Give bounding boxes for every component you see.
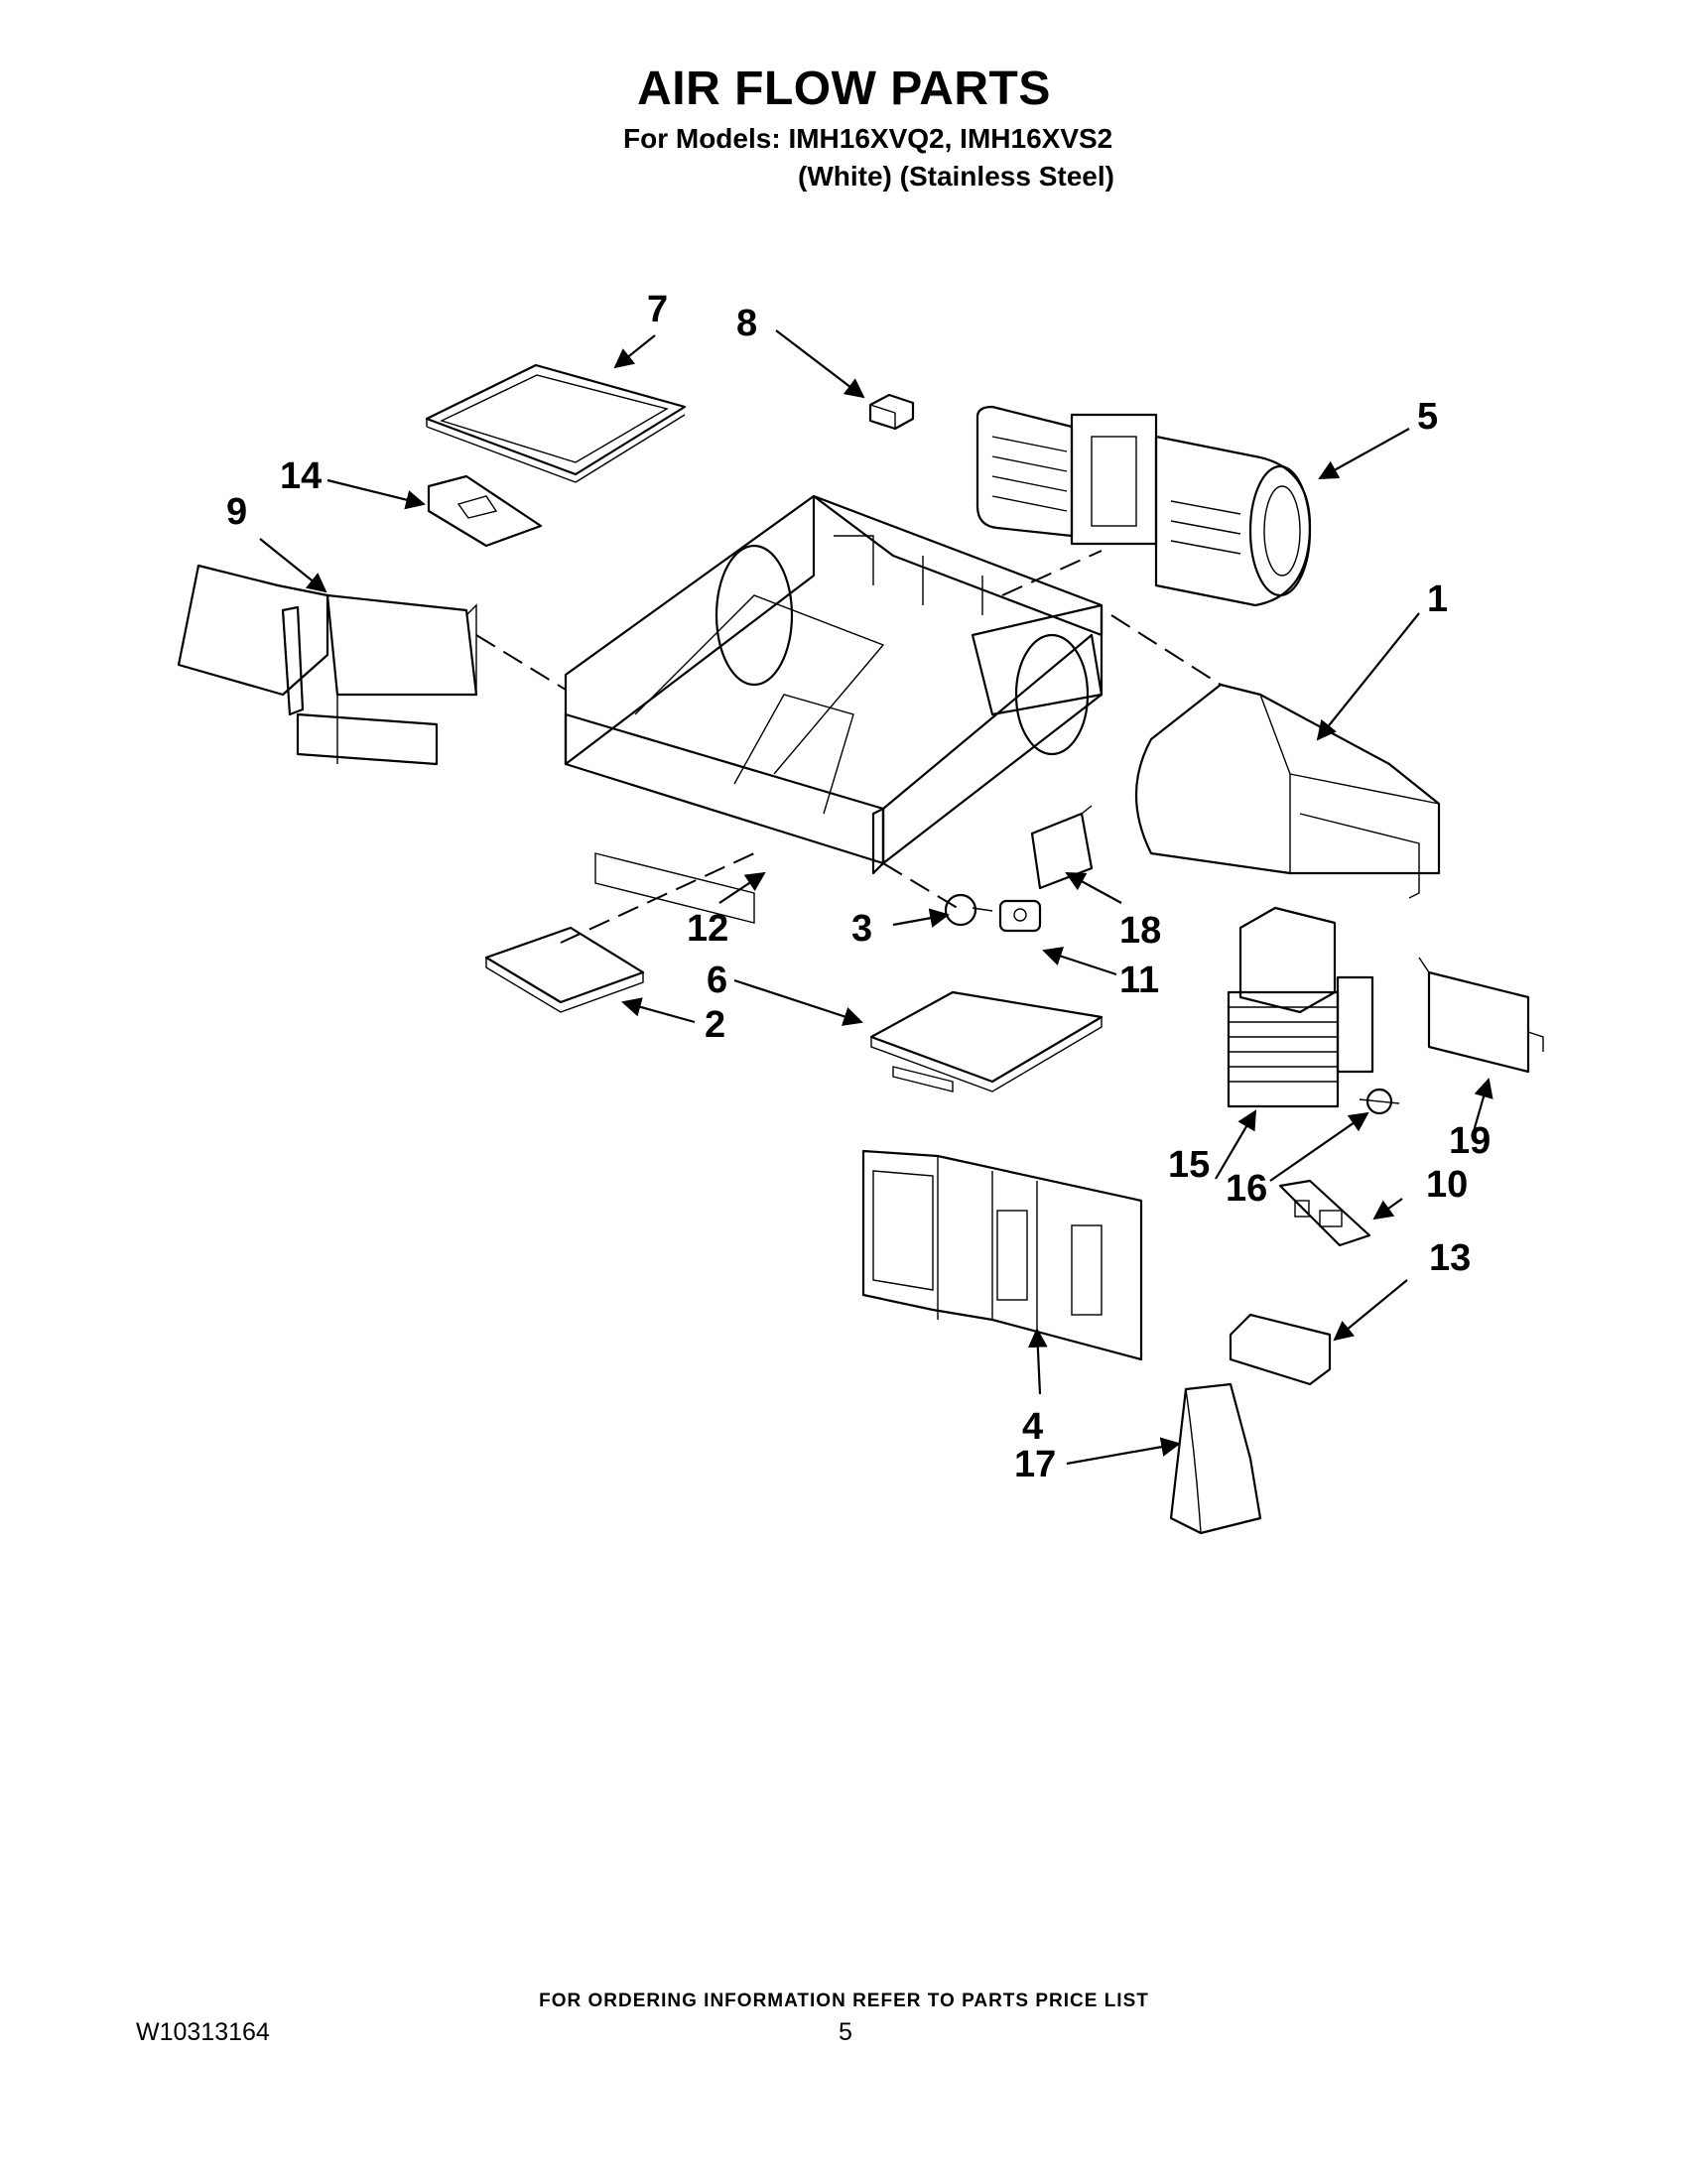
part-2-cover — [484, 926, 645, 1013]
part-6-plate — [869, 990, 1104, 1092]
callout-18: 18 — [1119, 910, 1161, 952]
ordering-note: FOR ORDERING INFORMATION REFER TO PARTS … — [539, 1991, 1149, 2011]
callout-3: 3 — [851, 908, 872, 950]
callout-4: 4 — [1022, 1406, 1043, 1448]
callout-6: 6 — [707, 960, 727, 1001]
callout-14: 14 — [280, 455, 322, 497]
main-base-assembly — [564, 494, 1104, 924]
callout-15: 15 — [1168, 1144, 1210, 1186]
part-13-bracket — [1229, 1313, 1332, 1386]
part-11-lamp-socket — [998, 899, 1042, 933]
callout-2: 2 — [705, 1004, 725, 1046]
callout-9: 9 — [226, 491, 247, 533]
callout-16: 16 — [1226, 1168, 1267, 1210]
part-1-side-duct — [1134, 683, 1441, 899]
document-number: W10313164 — [136, 2018, 270, 2046]
models-line: For Models: IMH16XVQ2, IMH16XVS2 — [623, 123, 1113, 154]
callout-labels: 1 2 3 4 5 6 7 8 9 10 11 12 13 14 15 16 1… — [226, 289, 1491, 1485]
part-18-bracket — [1030, 805, 1094, 890]
part-4-duct-panel — [861, 1149, 1143, 1361]
callout-12: 12 — [687, 908, 728, 950]
callout-10: 10 — [1426, 1164, 1468, 1206]
part-3-lamp — [944, 893, 993, 927]
callout-8: 8 — [736, 303, 757, 344]
variants-line: (White) (Stainless Steel) — [798, 161, 1114, 192]
part-19-bracket — [1418, 957, 1544, 1074]
part-16-thermostat — [1359, 1088, 1400, 1115]
page-title: AIR FLOW PARTS — [637, 63, 1051, 115]
callout-17: 17 — [1014, 1444, 1056, 1485]
callout-11: 11 — [1119, 960, 1159, 1001]
part-7-filter — [425, 363, 687, 483]
part-17-vent — [1169, 1382, 1262, 1535]
part-15-transformer — [1227, 906, 1374, 1108]
callout-19: 19 — [1449, 1120, 1491, 1162]
part-9-duct — [177, 564, 478, 766]
part-8-clip — [868, 393, 915, 431]
part-5-blower-motor — [975, 405, 1312, 607]
part-10-panel — [1278, 1179, 1371, 1247]
alignment-lines — [475, 550, 1222, 944]
callout-7: 7 — [647, 289, 668, 330]
callout-13: 13 — [1429, 1237, 1471, 1279]
callout-5: 5 — [1417, 396, 1438, 438]
callout-1: 1 — [1427, 578, 1448, 620]
leader-arrows — [259, 329, 1493, 1466]
part-14-plate — [427, 474, 543, 548]
page-number: 5 — [839, 2018, 852, 2046]
